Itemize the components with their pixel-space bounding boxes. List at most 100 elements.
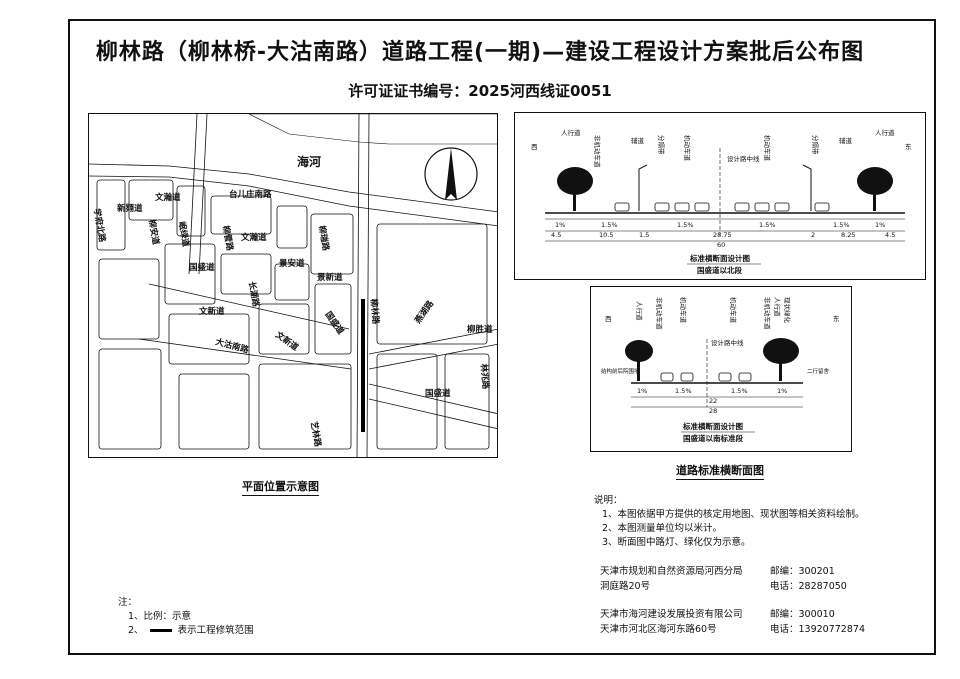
xsec1-dim-6: 4.5 — [885, 231, 895, 239]
xsec2-east: 东 — [833, 314, 840, 323]
contact-2-addr: 天津市河北区海河东路60号 — [600, 624, 717, 635]
block — [128, 179, 174, 221]
map-caption: 平面位置示意图 — [242, 478, 319, 496]
xsec1-ped-r: 人行道 — [875, 128, 895, 137]
block — [220, 253, 272, 295]
xsec2-slope-2: 1.5% — [731, 387, 748, 395]
xsec1-dim-0: 4.5 — [551, 231, 561, 239]
xsec1-ped-l: 人行道 — [561, 128, 581, 137]
contact-2-post: 邮编：300010 — [770, 609, 835, 620]
permit-number: 许可证证书编号：2025河西线证0051 — [348, 82, 612, 100]
label-linzhao: 林兆路 — [478, 363, 491, 390]
notes-heading: 说明： — [594, 495, 623, 506]
block — [276, 205, 308, 249]
label-wenhan1: 文瀚道 — [155, 192, 181, 203]
xsec2-slope-1: 1.5% — [675, 387, 692, 395]
label-liurui: 柳瑞路 — [316, 225, 331, 253]
xsec2-name: 标准横断面设计图 — [682, 421, 743, 431]
road-dagunan-edges — [138, 283, 352, 370]
xsec2-ped-r: 人行道 — [773, 297, 782, 317]
xsec2-mv-r: 机动车道 — [729, 297, 738, 324]
notes-item-2: 2、本图测量单位均以米计。 — [602, 523, 723, 534]
legend-item-2-text: 表示工程修筑范围 — [177, 625, 254, 636]
location-map-svg: 海河 台儿庄南路 学府北路 新翙道 文瀚道 柳安道 岷绿道 柳菅路 文瀚道 柳瑞… — [89, 114, 497, 457]
north-arrow-icon — [424, 147, 478, 201]
xsec1-aux-l: 辅道 — [631, 136, 645, 145]
road-guosheng-edges — [368, 383, 497, 429]
block — [168, 313, 250, 365]
label-haihe: 海河 — [297, 154, 321, 169]
xsec1-center: 设计路中线 — [727, 154, 760, 163]
xsec1-slope-5: 1% — [875, 221, 885, 229]
label-guoying1: 国盛道 — [189, 262, 215, 273]
xsec1-dim-2: 1.5 — [639, 231, 649, 239]
block — [164, 243, 216, 305]
xsec1-lamp-right-icon — [802, 164, 812, 211]
label-dagunan: 大沽南路 — [214, 336, 250, 356]
label-guoying2: 国盛道 — [323, 309, 347, 337]
label-taierzhuang: 台儿庄南路 — [229, 189, 272, 200]
road-taierzhuang-edge — [89, 175, 497, 227]
xsec1-west: 西 — [531, 143, 538, 151]
label-liuan: 柳安道 — [146, 219, 161, 247]
contact-2-org: 天津市海河建设发展投资有限公司 — [600, 609, 743, 620]
contact-1-addr: 洞庭路20号 — [600, 581, 651, 592]
xsec2-vehicles-icon — [660, 372, 752, 382]
legend-item-2: 2、 表示工程修筑范围 — [118, 624, 254, 638]
block — [310, 213, 354, 275]
xsec1-nm-l: 非机动车道 — [593, 135, 602, 168]
contact-1-post: 邮编：300201 — [770, 566, 835, 577]
notes: 说明： 1、本图依据甲方提供的核定用地图、现状图等相关资料绘制。 2、本图测量单… — [594, 494, 865, 550]
xsec1-dim-4: 2 — [811, 231, 815, 239]
legend-thick-line-icon — [149, 629, 172, 632]
cross-section-north-svg: 西 东 人行道 非机动车道 辅道 分隔带 机动车道 机动车道 分隔带 辅道 人行… — [531, 128, 912, 275]
block — [98, 258, 160, 340]
label-xuefubei: 学府北路 — [91, 208, 108, 244]
contact-1-tel: 电话：28287050 — [770, 581, 847, 592]
xsec2-slope-0: 1% — [637, 387, 647, 395]
legend-heading: 注： — [118, 597, 138, 608]
xsec-caption: 道路标准横断面图 — [676, 462, 764, 480]
label-yinhu: 燕湖路 — [412, 298, 436, 326]
road-vertical-a — [188, 114, 208, 275]
xsec2-tree-right-icon — [763, 338, 799, 381]
legend-item-2-prefix: 2、 — [128, 625, 144, 636]
xsec1-lamp-left-icon — [638, 164, 648, 211]
xsec1-dim-1: 10.5 — [599, 231, 613, 239]
label-liulin: 柳林路 — [368, 298, 381, 325]
xsec2-slope-3: 1% — [777, 387, 787, 395]
xsec1-slope-0: 1% — [555, 221, 565, 229]
label-heyuan: 岷绿道 — [176, 221, 191, 249]
xsec-caption-text: 道路标准横断面图 — [676, 464, 764, 480]
xsec1-slope-4: 1.5% — [833, 221, 850, 229]
xsec1-mv-r: 机动车道 — [763, 135, 772, 162]
label-wenxin1: 文新道 — [199, 306, 225, 317]
block — [258, 303, 310, 355]
label-jingxin: 景新道 — [317, 272, 343, 283]
label-guoying3: 国盛道 — [425, 388, 451, 399]
xsec2-green: 现状绿化 — [783, 297, 792, 324]
map-caption-text: 平面位置示意图 — [242, 480, 319, 496]
legend: 注： 1、比例：示意 2、 表示工程修筑范围 — [118, 596, 254, 638]
block — [376, 223, 488, 345]
xsec1-dim-5: 8.25 — [841, 231, 855, 239]
label-wenhan2: 文瀚道 — [241, 232, 267, 243]
block — [314, 283, 352, 355]
label-changnan: 长湖路 — [246, 281, 261, 309]
drawing-frame — [68, 19, 936, 655]
legend-item-1: 1、比例：示意 — [128, 611, 192, 622]
label-liusheng: 柳胜道 — [467, 324, 493, 335]
road-liusheng-edges — [368, 328, 497, 370]
road-taierzhuang — [89, 163, 497, 213]
xsec2-ped-l: 人行道 — [635, 301, 644, 321]
xsec1-east: 东 — [905, 142, 912, 151]
xsec1-total: 60 — [717, 241, 725, 249]
cross-section-south-svg: 西 东 人行道 非机动车道 机动车道 机动车道 非机动车道 人行道 现状绿化 设… — [601, 297, 840, 443]
xsec1-slope-1: 1.5% — [601, 221, 618, 229]
xsec1-dim-3: 28.75 — [713, 231, 732, 239]
page-title: 柳林路（柳林桥-大沽南路）道路工程(一期)—建设工程设计方案批后公布图 — [95, 40, 865, 65]
block — [274, 263, 310, 301]
xsec1-aux-r: 辅道 — [839, 136, 853, 145]
label-liuyu: 柳菅路 — [220, 225, 235, 253]
block — [178, 373, 250, 450]
